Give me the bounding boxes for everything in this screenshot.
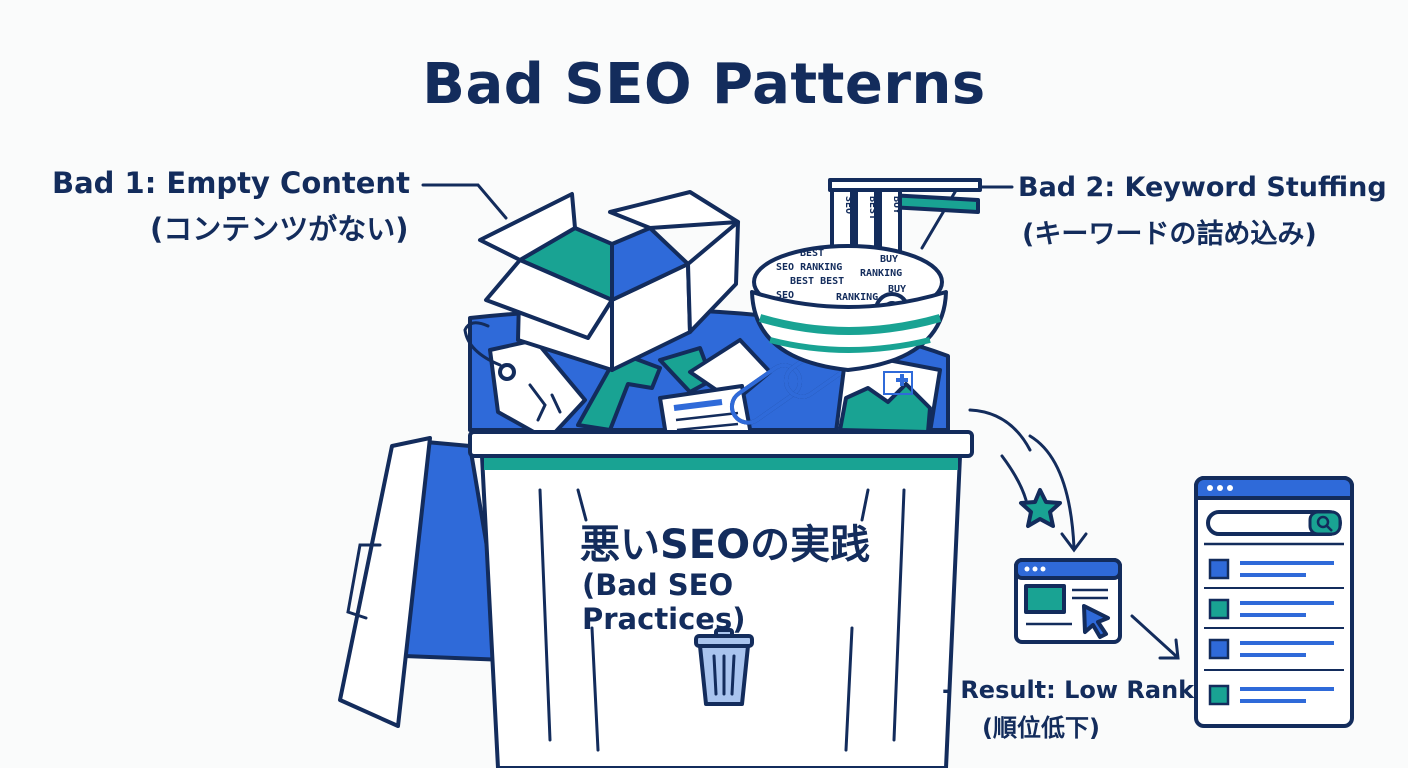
bin-rib	[892, 488, 906, 742]
empty-box-icon	[478, 190, 740, 372]
trash-can-icon	[694, 628, 754, 706]
bin-rib	[576, 488, 588, 522]
callout-line-bad1	[421, 183, 508, 220]
svg-text:RANKING: RANKING	[836, 292, 878, 303]
curved-arrow	[1028, 434, 1076, 550]
arrow-head	[1158, 638, 1180, 660]
bin-rim	[468, 430, 974, 458]
svg-text:BUY: BUY	[880, 254, 898, 265]
bin-rib	[538, 488, 552, 742]
bin-rib	[844, 626, 854, 752]
search-results-page	[1194, 476, 1354, 728]
bin-label-jp: 悪いSEOの実践	[580, 522, 871, 568]
page-title: Bad SEO Patterns	[422, 52, 986, 117]
bad2-sublabel: (キーワードの詰め込み)	[1022, 219, 1317, 250]
bin-rib	[860, 488, 870, 522]
svg-text:SEO RANKING: SEO RANKING	[776, 262, 842, 273]
bad1-label: Bad 1: Empty Content	[52, 166, 410, 200]
svg-text:BEST BEST: BEST BEST	[790, 276, 844, 287]
bin-stripe	[484, 458, 958, 470]
result-label: - Result: Low Rank	[942, 676, 1195, 704]
svg-text:BUY: BUY	[888, 284, 906, 295]
arrow-head	[1060, 532, 1088, 553]
webpage-card	[1014, 558, 1122, 644]
bin-body	[480, 454, 962, 768]
curved-arrow	[968, 408, 1032, 452]
svg-text:SEO: SEO	[776, 290, 794, 301]
bin-label-en: (Bad SEO Practices)	[582, 568, 746, 636]
star-icon	[1019, 488, 1062, 528]
result-sublabel: (順位低下)	[982, 714, 1100, 742]
bad2-label: Bad 2: Keyword Stuffing	[1018, 172, 1387, 203]
curved-arrow	[1000, 454, 1028, 502]
svg-text:SEO: SEO	[843, 196, 854, 214]
cursor-icon	[1082, 604, 1110, 639]
keyword-bowl: SEO BEST BUY SEO RANKING BEST BEST RANKI…	[750, 178, 982, 372]
svg-text:BUY: BUY	[891, 196, 902, 214]
svg-text:BEST: BEST	[867, 196, 878, 220]
svg-text:RANKING: RANKING	[860, 268, 902, 279]
price-tag	[463, 321, 587, 442]
lid-handle	[346, 543, 382, 620]
svg-text:BEST: BEST	[800, 248, 824, 259]
search-icon	[1316, 515, 1330, 529]
arrow-to-results	[1130, 614, 1178, 658]
bad1-sublabel: (コンテンツがない)	[150, 212, 409, 246]
bin-rib	[590, 626, 600, 752]
